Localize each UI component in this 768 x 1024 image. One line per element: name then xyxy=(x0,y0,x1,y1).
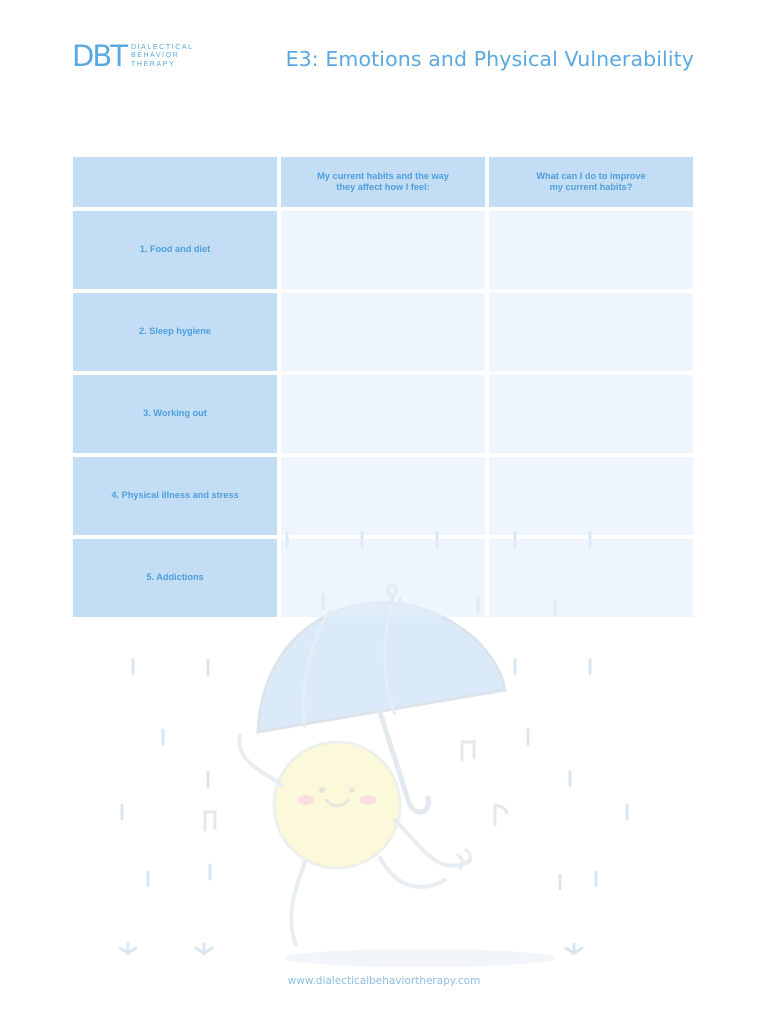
dbt-logo: DBT DIALECTICAL BEHAVIOR THERAPY xyxy=(72,42,194,71)
row-label-sleep-hygiene: 2. Sleep hygiene xyxy=(73,293,277,371)
answer-cell-addictions-improve[interactable] xyxy=(489,539,693,617)
answer-cell-addictions-current[interactable] xyxy=(281,539,485,617)
column-header-current-habits: My current habits and the way they affec… xyxy=(281,157,485,207)
logo-mark: DBT xyxy=(72,39,128,73)
answer-cell-sleep-improve[interactable] xyxy=(489,293,693,371)
answer-cell-food-current[interactable] xyxy=(281,211,485,289)
row-label-addictions: 5. Addictions xyxy=(73,539,277,617)
row-label-working-out: 3. Working out xyxy=(73,375,277,453)
answer-cell-illness-improve[interactable] xyxy=(489,457,693,535)
answer-cell-food-improve[interactable] xyxy=(489,211,693,289)
logo-line-behavior: BEHAVIOR xyxy=(130,52,180,60)
logo-line-therapy: THERAPY xyxy=(130,60,176,68)
worksheet-title: E3: Emotions and Physical Vulnerability xyxy=(285,47,694,71)
logo-wordmark: DIALECTICAL BEHAVIOR THERAPY xyxy=(131,44,194,69)
table-corner-cell xyxy=(73,157,277,207)
answer-cell-workout-improve[interactable] xyxy=(489,375,693,453)
worksheet-table: My current habits and the way they affec… xyxy=(73,157,693,617)
row-label-physical-illness: 4. Physical illness and stress xyxy=(73,457,277,535)
logo-line-dialectical: DIALECTICAL xyxy=(130,43,194,51)
row-label-food-and-diet: 1. Food and diet xyxy=(73,211,277,289)
answer-cell-workout-current[interactable] xyxy=(281,375,485,453)
footer-website-link[interactable]: www.dialecticalbehaviortherapy.com xyxy=(287,975,481,987)
column-header-improve-habits: What can I do to improve my current habi… xyxy=(489,157,693,207)
answer-cell-sleep-current[interactable] xyxy=(281,293,485,371)
answer-cell-illness-current[interactable] xyxy=(281,457,485,535)
